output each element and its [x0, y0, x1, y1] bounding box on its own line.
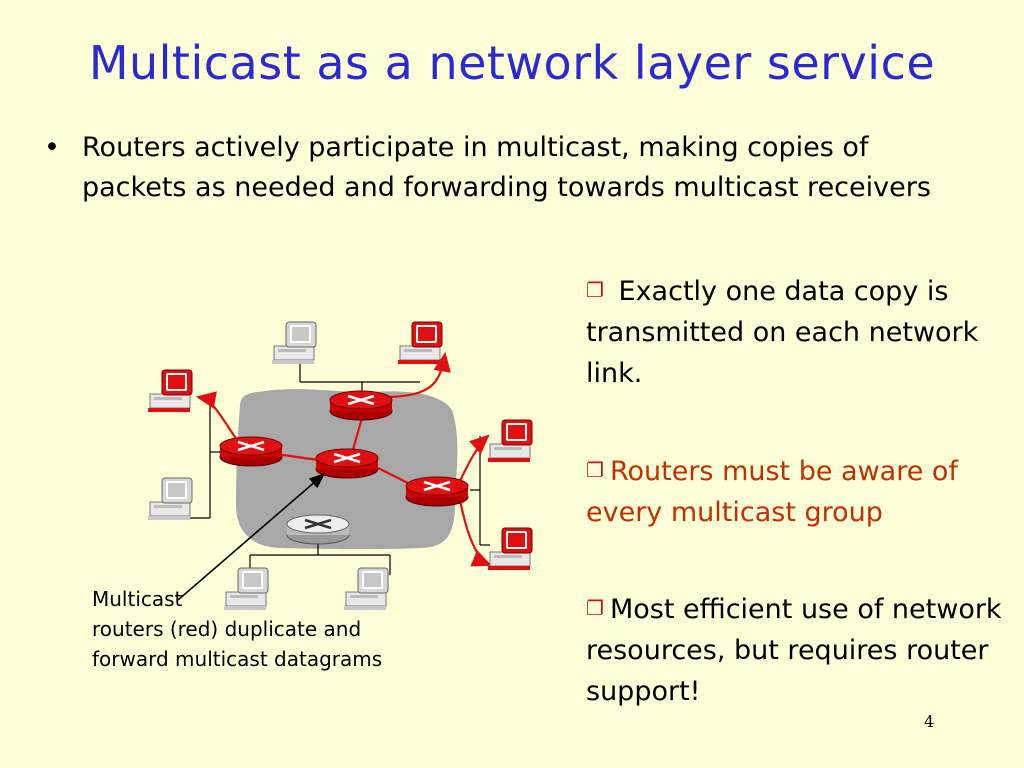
side-bullet-1-text: Exactly one data copy is transmitted on … [586, 276, 979, 389]
bullet-dot: • [44, 132, 60, 163]
side-bullet-1: ❐ Exactly one data copy is transmitted o… [586, 270, 1006, 394]
router-icon [329, 390, 393, 421]
router-icon [405, 476, 469, 507]
router-icon [219, 436, 283, 467]
computer-icon [147, 477, 193, 521]
checkbox-bullet-icon: ❐ [586, 458, 604, 482]
router-icon [315, 448, 379, 479]
main-bullet-text: Routers actively participate in multicas… [82, 132, 931, 203]
caption-arrow [177, 472, 326, 601]
router-icon-inactive [286, 514, 350, 545]
computer-icon [487, 527, 533, 571]
diagram-caption: Multicast routers (red) duplicate and fo… [92, 584, 452, 674]
slide-title: Multicast as a network layer service [88, 36, 936, 90]
page-number: 4 [924, 712, 935, 731]
side-bullet-3: ❐Most efficient use of network resources… [586, 588, 1006, 712]
caption-line-3: forward multicast datagrams [92, 647, 383, 671]
computer-icon [147, 369, 193, 413]
side-bullet-2-text: Routers must be aware of every multicast… [586, 456, 958, 528]
main-bullet: • Routers actively participate in multic… [44, 128, 974, 208]
caption-line-1: Multicast [92, 587, 183, 611]
computer-icon [397, 321, 443, 365]
computer-icon [271, 321, 317, 365]
side-bullet-3-text: Most efficient use of network resources,… [586, 594, 1002, 707]
checkbox-bullet-icon: ❐ [586, 596, 604, 620]
side-bullet-2: ❐Routers must be aware of every multicas… [586, 450, 1006, 533]
checkbox-bullet-icon: ❐ [586, 278, 604, 302]
computer-icon [487, 419, 533, 463]
caption-line-2: routers (red) duplicate and [92, 617, 362, 641]
